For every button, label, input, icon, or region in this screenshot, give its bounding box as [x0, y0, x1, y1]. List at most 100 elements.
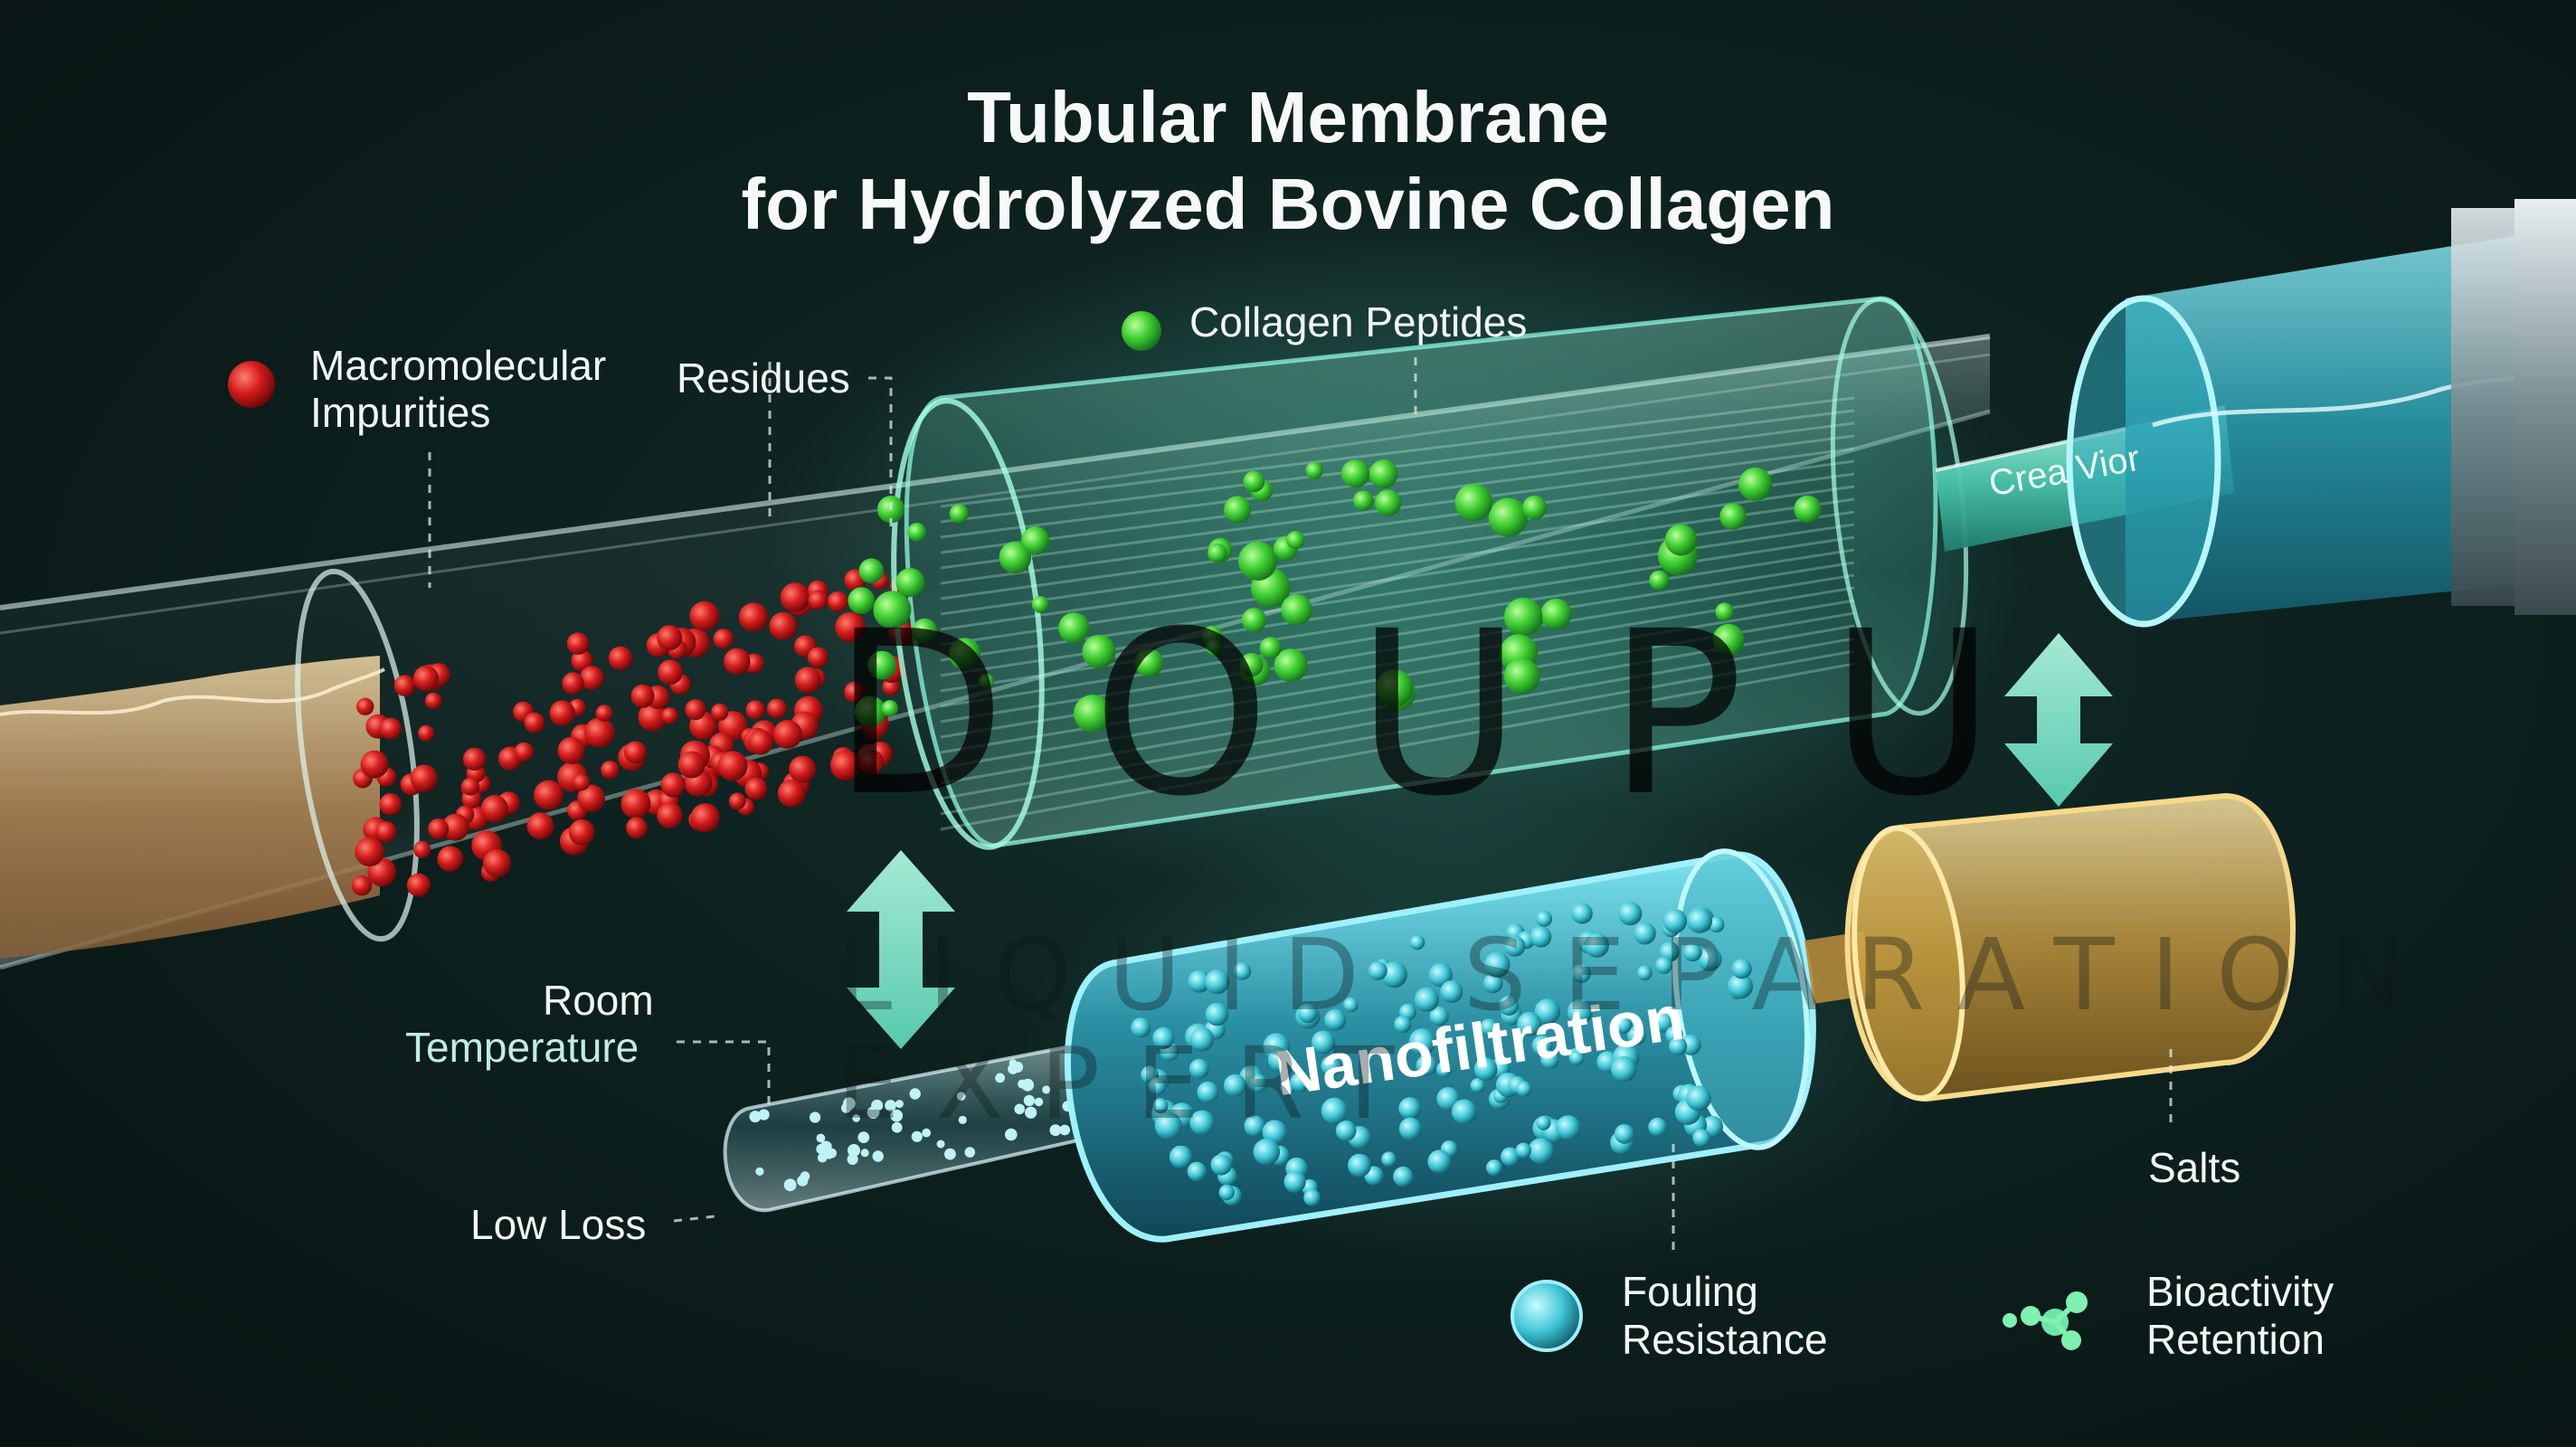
- peptide-particles: [848, 459, 1822, 733]
- peptide-particle: [1374, 489, 1402, 516]
- nano-particle: [1189, 1110, 1215, 1136]
- small-tube-particle: [944, 1148, 956, 1160]
- impurity-particle: [437, 846, 464, 872]
- nano-particle: [1247, 1073, 1267, 1093]
- peptide-particle: [999, 541, 1032, 574]
- nano-particle: [1528, 1138, 1555, 1164]
- nano-particle: [1398, 1117, 1422, 1140]
- small-tube-particle: [964, 1147, 976, 1158]
- small-tube-particle: [1042, 1085, 1051, 1094]
- nano-particle: [1484, 951, 1511, 978]
- impurity-particle: [744, 777, 768, 800]
- nano-particle: [1571, 903, 1593, 924]
- small-tube-particle: [1014, 1103, 1025, 1115]
- impurity-particle: [772, 720, 802, 749]
- impurity-particle: [780, 582, 810, 612]
- nano-particle: [1283, 1170, 1306, 1193]
- nano-particle: [1408, 1028, 1436, 1055]
- small-tube-particle: [860, 1149, 869, 1158]
- nano-particle: [1540, 1050, 1559, 1069]
- small-tube-particle: [995, 1073, 1005, 1083]
- impurity-particle: [360, 750, 389, 779]
- nano-particle: [1394, 1016, 1412, 1034]
- impurity-particle: [379, 793, 402, 816]
- peptide-particle: [1488, 497, 1528, 537]
- impurity-particle: [428, 818, 450, 839]
- impurity-particle: [351, 875, 373, 896]
- nano-particle: [1686, 1085, 1711, 1111]
- nano-particle: [1567, 998, 1593, 1025]
- membrane-fiber: [940, 637, 1855, 800]
- impurity-particle: [441, 813, 469, 841]
- impurity-particle: [689, 601, 720, 631]
- green-dot-icon: [1122, 311, 1161, 351]
- impurity-particle: [789, 755, 817, 783]
- nano-particle: [1728, 973, 1754, 999]
- nano-particle: [1473, 1057, 1498, 1082]
- impurity-particle: [657, 802, 683, 828]
- red-dot-icon: [228, 361, 275, 408]
- label-temperature: Temperature: [405, 1024, 639, 1071]
- peptide-particle: [1243, 470, 1265, 493]
- nano-particle: [1687, 907, 1713, 933]
- impurity-particle: [882, 677, 900, 696]
- small-tube-particle: [852, 1114, 860, 1122]
- nano-particle: [1298, 1003, 1318, 1024]
- peptide-particle: [1241, 608, 1267, 633]
- impurity-particle: [661, 707, 678, 724]
- small-tube-particle: [911, 1130, 923, 1142]
- membrane-fiber: [940, 472, 1855, 601]
- peptide-particle: [895, 568, 925, 597]
- impurity-particle: [713, 629, 734, 649]
- peptide-particle: [1522, 495, 1547, 520]
- nano-particle: [1536, 911, 1553, 927]
- nano-particle: [1501, 1147, 1520, 1167]
- peptide-particle: [1794, 495, 1822, 524]
- nano-particle: [1343, 997, 1359, 1013]
- impurity-particle: [724, 648, 751, 675]
- peptide-particle: [1305, 461, 1323, 479]
- impurity-particle: [462, 747, 487, 771]
- nano-particle: [1290, 1072, 1311, 1092]
- small-tube-particle: [810, 1111, 821, 1123]
- impurity-particle: [410, 764, 438, 792]
- nano-particle: [1611, 1056, 1637, 1083]
- label-room: Room: [543, 977, 654, 1024]
- small-tube-particle: [872, 1150, 884, 1162]
- impurity-particle: [745, 700, 765, 720]
- nano-particle: [1486, 1159, 1502, 1177]
- small-tube-particle: [1049, 1124, 1062, 1137]
- title-line-2: for Hydrolyzed Bovine Collagen: [741, 164, 1835, 244]
- small-tube-particle: [867, 1106, 880, 1119]
- small-tube-particle: [891, 1121, 903, 1133]
- impurity-particle: [638, 702, 668, 732]
- impurity-particle: [711, 703, 729, 722]
- peptide-particle: [1224, 496, 1252, 524]
- nano-particle: [1618, 902, 1643, 926]
- peptide-particle: [1239, 653, 1264, 677]
- impurity-particle: [355, 837, 384, 867]
- membrane-fiber: [940, 561, 1855, 708]
- small-tube-particle: [1005, 1128, 1018, 1141]
- nano-particle: [1131, 1017, 1151, 1038]
- impurity-particle: [660, 772, 686, 798]
- impurity-particle: [658, 659, 683, 686]
- small-tube-particle: [817, 1152, 828, 1163]
- label-impurities: Impurities: [310, 389, 491, 436]
- nano-particle: [1393, 1166, 1414, 1187]
- peptide-particle: [949, 638, 981, 670]
- membrane-fiber: [940, 497, 1855, 631]
- impurity-particle: [375, 821, 397, 843]
- small-tube-particle: [847, 1153, 858, 1165]
- impurity-particle: [858, 749, 884, 775]
- impurity-particle: [480, 795, 509, 823]
- peptide-particle: [1281, 594, 1312, 626]
- impurity-particle: [844, 681, 866, 703]
- impurity-particle: [580, 666, 604, 690]
- small-tube-particle: [956, 1092, 966, 1101]
- peptide-particle: [1712, 623, 1745, 656]
- peptide-particle: [1074, 695, 1112, 733]
- watermark-brand: DOUPU: [832, 582, 2082, 846]
- title-line-1: Tubular Membrane: [967, 77, 1609, 157]
